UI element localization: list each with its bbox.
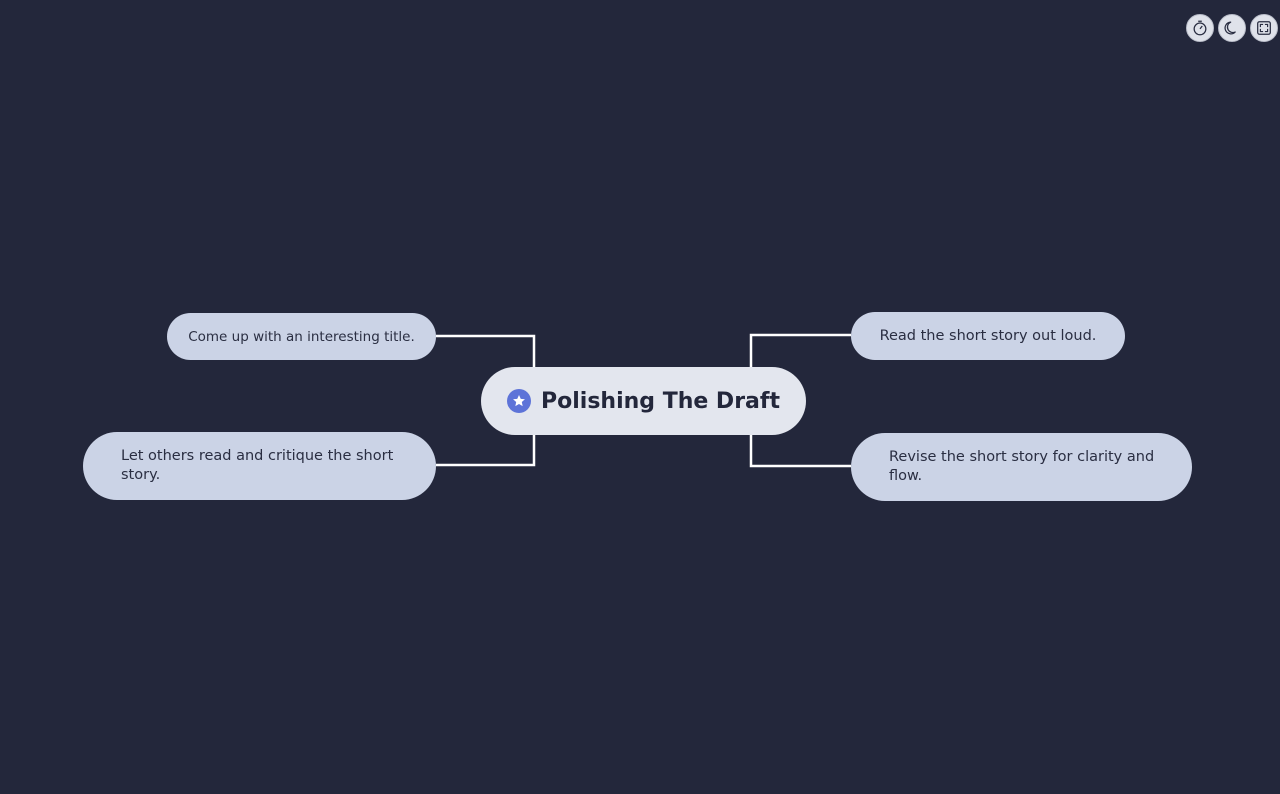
timer-icon	[1193, 20, 1207, 36]
connector-left-top	[436, 334, 536, 368]
moon-icon	[1224, 21, 1236, 35]
branch-node-read-aloud[interactable]: Read the short story out loud.	[851, 312, 1125, 360]
star-icon	[507, 389, 531, 413]
timer-button[interactable]	[1186, 14, 1214, 42]
branch-node-revise[interactable]: Revise the short story for clarity and f…	[851, 433, 1192, 501]
fullscreen-button[interactable]	[1250, 14, 1278, 42]
connector-right-top	[749, 333, 851, 368]
dark-mode-button[interactable]	[1218, 14, 1246, 42]
branch-text: Read the short story out loud.	[879, 328, 1097, 344]
root-node[interactable]: Polishing The Draft	[481, 367, 806, 435]
root-title: Polishing The Draft	[541, 388, 780, 414]
branch-text: Come up with an interesting title.	[188, 328, 415, 345]
connector-right-bottom	[749, 434, 851, 468]
branch-node-title[interactable]: Come up with an interesting title.	[167, 313, 436, 360]
fullscreen-icon	[1257, 21, 1271, 35]
branch-text: Let others read and critique the short s…	[121, 448, 394, 483]
branch-node-critique[interactable]: Let others read and critique the short s…	[83, 432, 436, 500]
branch-text: Revise the short story for clarity and f…	[889, 449, 1155, 484]
connector-left-bottom	[436, 434, 536, 467]
